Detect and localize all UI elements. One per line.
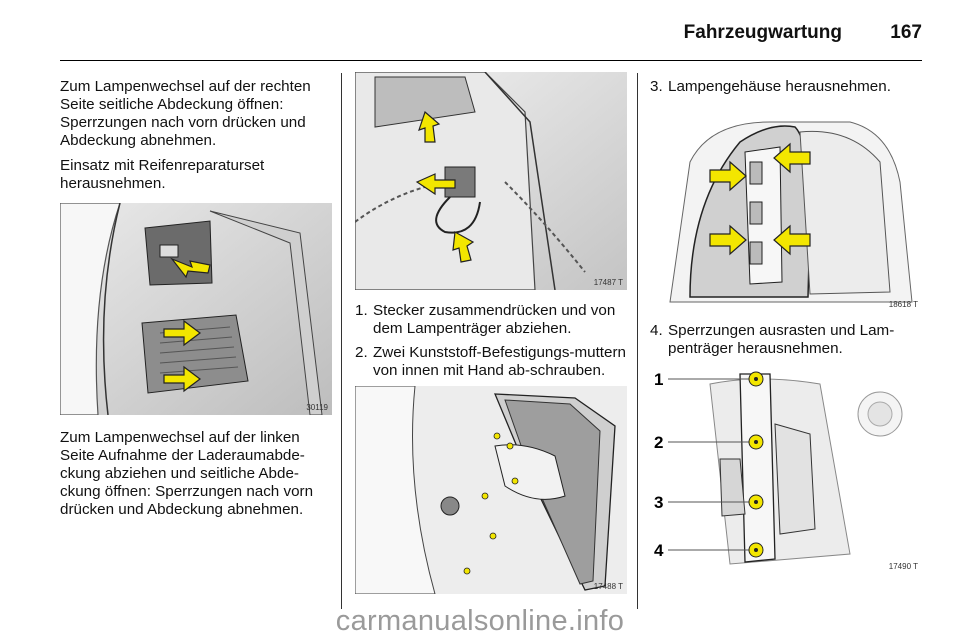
column-1: Zum Lampenwechsel auf der rechten Seite … [60,78,332,526]
steps-list: 1.Stecker zusammendrücken und von dem La… [355,302,627,380]
arrow-icon [163,319,201,347]
arrow-icon [415,173,456,196]
arrow-icon [452,231,475,263]
arrow-icon [418,110,441,143]
column-2: 17487 T 1.Stecker zusammendrücken und vo… [355,72,627,594]
list-item: 1.Stecker zusammendrücken und von dem La… [355,302,616,337]
figure-connector: 17487 T [355,72,627,290]
callout-4: 4 [654,541,664,560]
paragraph-left-side: Zum Lampenwechsel auf der linken Seite A… [60,429,314,518]
step4-list: 4.Sperrzungen ausrasten und Lam-penträge… [650,322,922,358]
figure-number: 30119 [306,403,328,412]
section-title: Fahrzeugwartung [683,22,842,43]
page-number: 167 [890,22,922,43]
paragraph-right-side: Zum Lampenwechsel auf der rechten Seite … [60,78,311,149]
figure-lamp-carrier: 1 2 3 4 17490 T [650,364,922,574]
column-divider-1 [341,73,342,609]
figure-number: 17488 T [593,582,623,591]
paragraph-remove-insert: Einsatz mit Reifenreparaturset herausneh… [60,157,265,192]
page-header: Fahrzeugwartung 167 [0,0,960,60]
figure-trunk-cover: 30119 [60,203,332,415]
column-3: 3.Lampengehäuse herausnehmen. 18618 T 4.… [650,78,922,574]
figure-number: 17490 T [888,562,918,571]
callout-2: 2 [654,433,663,452]
arrow-icon [773,142,811,174]
callout-1: 1 [654,370,663,389]
watermark: carmanualsonline.info [335,605,625,637]
figure-lamp-housing: 17488 T [355,386,627,594]
arrow-icon [170,257,211,279]
arrow-icon [163,365,201,393]
column-divider-2 [637,73,638,609]
callout-3: 3 [654,493,663,512]
figure-number: 18618 T [888,300,918,309]
figure-number: 17487 T [593,278,623,287]
list-item: 4.Sperrzungen ausrasten und Lam-penträge… [650,322,895,357]
list-item: 2.Zwei Kunststoff-Befestigungs-muttern v… [355,344,626,379]
step3-list: 3.Lampengehäuse herausnehmen. [650,78,922,96]
arrow-icon [709,224,747,256]
arrow-icon [709,160,747,192]
arrow-icon [773,224,811,256]
list-item: 3.Lampengehäuse herausnehmen. [650,78,891,95]
figure-taillight: 18618 T [650,102,922,312]
header-rule [60,60,922,61]
